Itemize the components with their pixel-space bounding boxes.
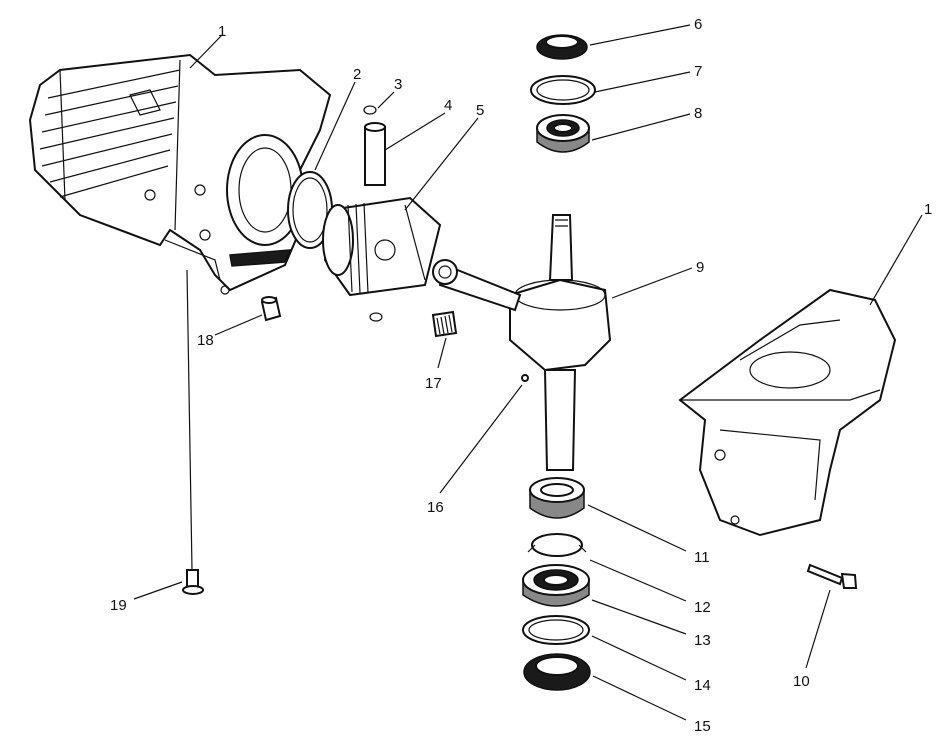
top-bearing-drawing (536, 114, 590, 153)
callout-2: 2 (353, 66, 361, 83)
callout-14: 14 (694, 677, 711, 694)
callout-15: 15 (694, 718, 711, 735)
retainer-clip-lower-drawing (369, 312, 383, 322)
retainer-clip-drawing (363, 105, 377, 115)
callout-19: 19 (110, 597, 127, 614)
callout-labels: 1 2 3 4 5 6 7 8 9 1 18 17 16 11 12 13 14… (110, 16, 932, 735)
callout-9: 9 (696, 259, 704, 276)
long-screw-drawing (182, 269, 204, 595)
callout-3: 3 (394, 76, 402, 93)
lower-bushing-drawing (529, 477, 585, 519)
callout-5: 5 (476, 102, 484, 119)
callout-12: 12 (694, 599, 711, 616)
piston-drawing (322, 196, 442, 297)
callout-17: 17 (425, 375, 442, 392)
callout-18: 18 (197, 332, 214, 349)
callout-4: 4 (444, 97, 452, 114)
callout-6: 6 (694, 16, 702, 33)
callout-1-cylinder: 1 (218, 23, 226, 40)
crankcase-half-drawing (678, 288, 897, 537)
lower-oil-seal-drawing (523, 653, 591, 691)
callout-1-crankcase: 1 (924, 201, 932, 218)
piston-pin-drawing (364, 122, 386, 186)
bushing-drawing (260, 296, 282, 322)
cylinder-block-drawing (28, 53, 332, 295)
top-oil-seal-drawing (536, 34, 588, 60)
piston-ring-drawing (287, 171, 333, 249)
callout-11: 11 (694, 549, 710, 566)
callout-8: 8 (694, 105, 702, 122)
lower-retainer-drawing (527, 533, 587, 557)
screw-drawing (806, 563, 858, 589)
lower-shim-ring-drawing (522, 615, 590, 645)
needle-bearing-drawing (431, 310, 458, 338)
leader-lines (133, 24, 923, 721)
top-shim-ring-drawing (530, 75, 596, 105)
lower-bearing-drawing (522, 564, 590, 607)
crankshaft-drawing (432, 214, 612, 471)
callout-10: 10 (793, 673, 810, 690)
ball-drawing (521, 374, 529, 382)
callout-13: 13 (694, 632, 711, 649)
callout-7: 7 (694, 63, 702, 80)
callout-16: 16 (427, 499, 444, 516)
